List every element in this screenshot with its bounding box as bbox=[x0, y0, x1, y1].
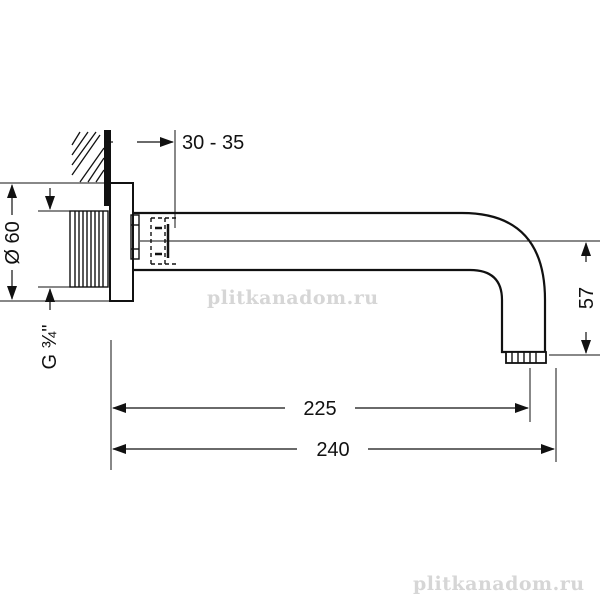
drop-height-label: 57 bbox=[576, 287, 598, 309]
flange-bracket bbox=[130, 214, 140, 260]
wall-surface bbox=[104, 130, 111, 206]
wall-flange bbox=[109, 182, 134, 302]
watermark-bottom-right: plitkanadom.ru bbox=[413, 573, 585, 595]
wall-depth-label: 30 - 35 bbox=[182, 132, 244, 154]
thread-label: G ¾" bbox=[39, 325, 61, 370]
hidden-bracket-pins bbox=[155, 224, 170, 258]
extension-lines bbox=[0, 130, 600, 470]
dim-drop-height: 57 bbox=[576, 242, 598, 354]
dim-spout-reach-total: 240 bbox=[112, 439, 555, 461]
spout-body bbox=[133, 211, 547, 354]
spout-reach-total-label: 240 bbox=[316, 439, 349, 461]
dim-thread: G ¾" bbox=[39, 188, 61, 369]
flange-diameter-label: Ø 60 bbox=[2, 221, 24, 264]
dim-flange-diameter: Ø 60 bbox=[2, 184, 24, 300]
watermark-center: plitkanadom.ru bbox=[207, 287, 379, 309]
aerator-outlet bbox=[505, 351, 547, 364]
hidden-bracket bbox=[150, 217, 176, 265]
dim-spout-reach-inner: 225 bbox=[112, 398, 529, 420]
wall-hatching bbox=[71, 131, 105, 183]
spout-reach-inner-label: 225 bbox=[303, 398, 336, 420]
threaded-connector bbox=[69, 210, 109, 288]
dim-wall-depth: 30 - 35 bbox=[104, 132, 244, 154]
